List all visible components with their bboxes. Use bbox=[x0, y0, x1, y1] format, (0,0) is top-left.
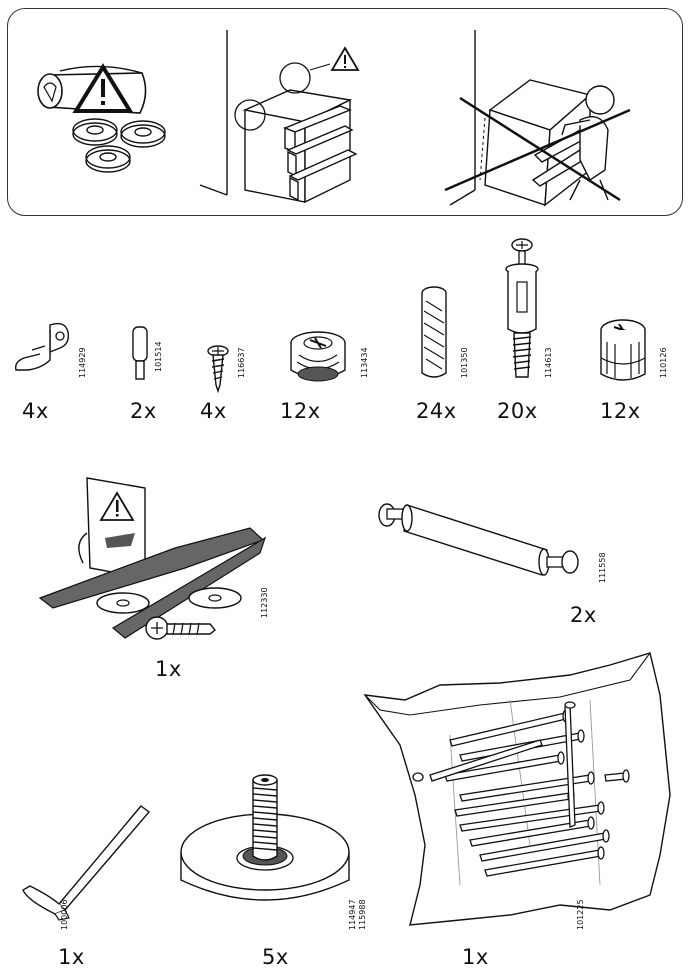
wood-dowel-part-icon bbox=[421, 286, 447, 378]
part-code: 111558 bbox=[598, 552, 607, 583]
part-code: 100006 bbox=[60, 899, 69, 930]
part-quantity: 5x bbox=[262, 945, 289, 969]
hex-key-part-icon bbox=[22, 805, 151, 921]
nail-bag-part-icon bbox=[363, 652, 671, 926]
warning-triangle-icon bbox=[72, 63, 134, 113]
part-quantity: 12x bbox=[600, 399, 641, 423]
cam-lock-part-icon bbox=[290, 331, 346, 382]
cam-lock-small-part-icon bbox=[600, 319, 646, 381]
part-quantity: 4x bbox=[200, 399, 227, 423]
part-quantity: 1x bbox=[58, 945, 85, 969]
part-quantity: 4x bbox=[22, 399, 49, 423]
anti-tip-kit-part-icon bbox=[38, 477, 267, 640]
part-code: 114947 bbox=[348, 899, 357, 930]
part-code: 113434 bbox=[360, 347, 369, 378]
bracket-part-icon bbox=[14, 322, 70, 371]
warning-panel bbox=[7, 8, 683, 216]
dowel-pin-part-icon bbox=[132, 326, 148, 380]
part-quantity: 12x bbox=[280, 399, 321, 423]
part-code: 101514 bbox=[154, 341, 163, 372]
part-quantity: 20x bbox=[497, 399, 538, 423]
warning-triangle-icon bbox=[99, 491, 135, 521]
cam-bolt-part-icon bbox=[505, 238, 539, 378]
part-quantity: 2x bbox=[130, 399, 157, 423]
part-code: 101225 bbox=[576, 899, 585, 930]
wall-plug-warning-illustration bbox=[37, 63, 166, 173]
part-quantity: 1x bbox=[155, 657, 182, 681]
part-quantity: 1x bbox=[462, 945, 489, 969]
part-code: 114613 bbox=[544, 347, 553, 378]
part-code: 114929 bbox=[78, 347, 87, 378]
wood-screw-part-icon bbox=[207, 345, 229, 394]
part-code: 116637 bbox=[237, 347, 246, 378]
drawer-rod-part-icon bbox=[378, 503, 579, 576]
dresser-anchor-warning-illustration bbox=[199, 30, 360, 204]
part-code: 112330 bbox=[260, 587, 269, 618]
part-quantity: 2x bbox=[570, 603, 597, 627]
warning-triangle-small-icon bbox=[330, 46, 360, 71]
leveling-foot-part-icon bbox=[180, 774, 350, 901]
part-code: 110126 bbox=[659, 347, 668, 378]
part-quantity: 24x bbox=[416, 399, 457, 423]
part-code: 101350 bbox=[460, 347, 469, 378]
tip-over-prohibited-illustration bbox=[444, 30, 631, 207]
